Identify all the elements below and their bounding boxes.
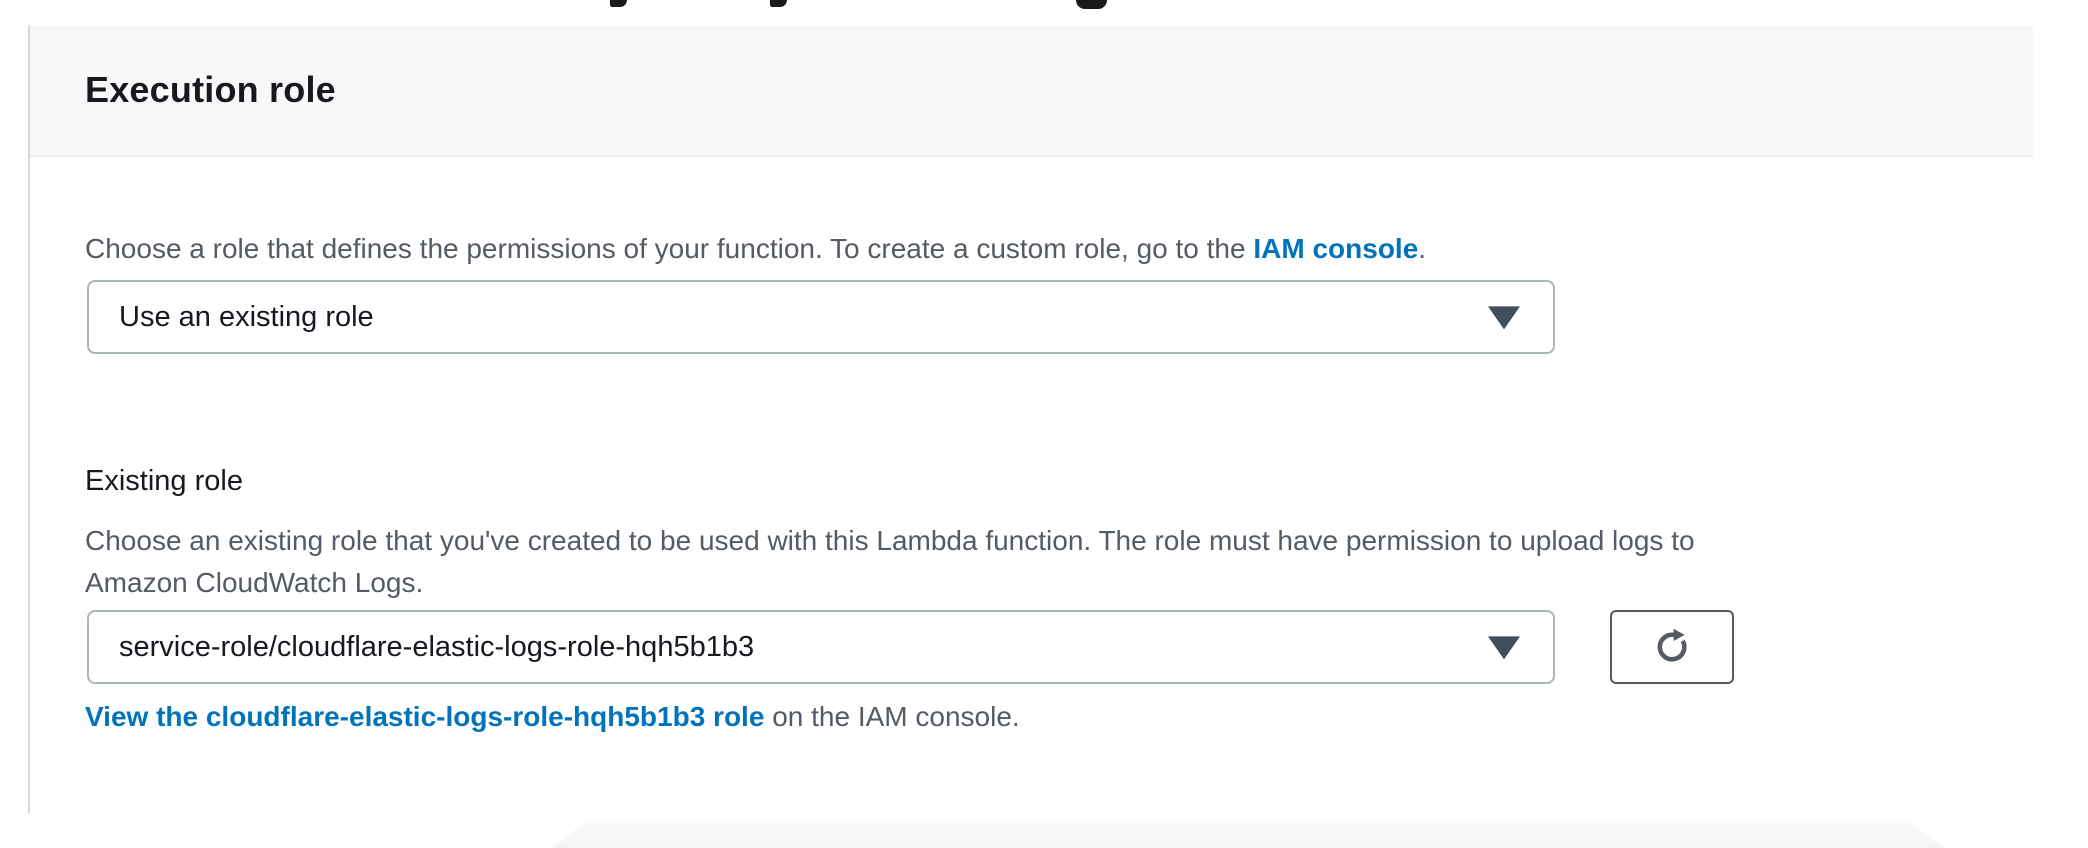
existing-role-description: Choose an existing role that you've crea… — [85, 520, 1695, 604]
role-type-description-period: . — [1418, 233, 1427, 264]
existing-role-label: Existing role — [85, 465, 243, 497]
existing-role-select-value: service-role/cloudflare-elastic-logs-rol… — [119, 630, 755, 663]
role-type-description: Choose a role that defines the permissio… — [85, 232, 1426, 266]
existing-role-select[interactable]: service-role/cloudflare-elastic-logs-rol… — [87, 610, 1555, 684]
role-type-select-value: Use an existing role — [119, 300, 374, 333]
view-role-line: View the cloudflare-elastic-logs-role-hq… — [85, 700, 1020, 734]
next-section-shadow — [553, 820, 1945, 848]
role-type-select[interactable]: Use an existing role — [87, 280, 1555, 354]
card-left-border — [28, 25, 30, 813]
view-role-link[interactable]: View the cloudflare-elastic-logs-role-hq… — [85, 701, 765, 732]
existing-role-description-line: Amazon CloudWatch Logs. — [85, 567, 424, 598]
cropped-text-artifact — [770, 0, 787, 7]
refresh-icon — [1657, 628, 1687, 662]
chevron-down-icon — [1488, 306, 1520, 330]
iam-console-link[interactable]: IAM console — [1253, 233, 1419, 264]
cropped-text-artifact — [1076, 0, 1107, 9]
existing-role-description-line: Choose an existing role that you've crea… — [85, 525, 1695, 556]
card-header: Execution role — [30, 25, 2033, 157]
view-role-suffix: on the IAM console. — [764, 701, 1020, 732]
cropped-text-artifact — [610, 0, 627, 7]
refresh-button[interactable] — [1610, 610, 1734, 684]
role-type-description-text: Choose a role that defines the permissio… — [85, 233, 1254, 264]
chevron-down-icon — [1488, 636, 1520, 660]
section-title: Execution role — [85, 69, 336, 110]
